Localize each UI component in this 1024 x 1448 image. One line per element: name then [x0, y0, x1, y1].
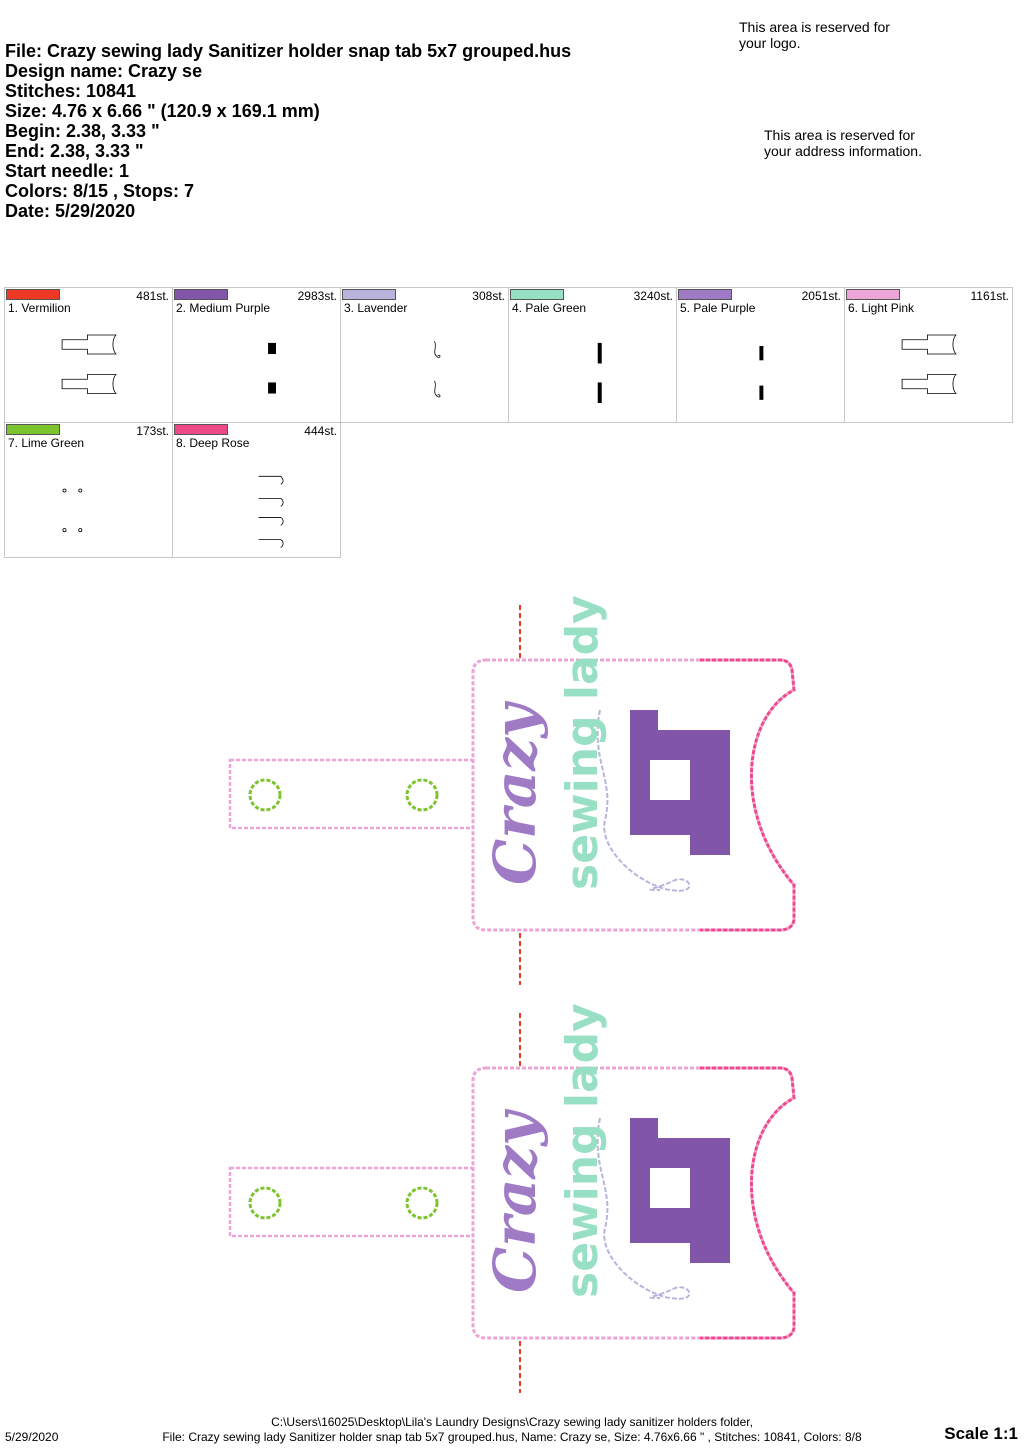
- stitch-count-label: 3240st.: [633, 289, 673, 303]
- file-name: File: Crazy sewing lady Sanitizer holder…: [5, 41, 572, 61]
- design-info: File: Crazy sewing lady Sanitizer holder…: [5, 41, 571, 221]
- sewing-machine-icon: [630, 710, 730, 855]
- begin-point: Begin: 2.38, 3.33 ": [5, 121, 160, 141]
- color-swatch: [678, 289, 732, 300]
- color-stop-thumbnail: [434, 341, 441, 398]
- color-swatch: [510, 289, 564, 300]
- footer-summary: C:\Users\16025\Desktop\Lila's Laundry De…: [0, 1415, 1024, 1445]
- snap-circle: [405, 1186, 439, 1220]
- crazy-text: Crazy: [481, 700, 549, 885]
- stitch-count-label: 444st.: [304, 424, 337, 438]
- color-stop-thumbnail: [268, 342, 276, 394]
- snap-circle: [248, 778, 282, 812]
- snap-tab: [228, 758, 477, 830]
- footer-path: C:\Users\16025\Desktop\Lila's Laundry De…: [271, 1415, 753, 1429]
- color-stop-thumbnail: [61, 334, 117, 394]
- color-stop-thumbnail: [62, 488, 83, 533]
- stitch-count-label: 481st.: [136, 289, 169, 303]
- color-name-label: 6. Light Pink: [848, 301, 915, 315]
- color-name-label: 1. Vermilion: [8, 301, 71, 315]
- color-stop-cell: 1161st. 6. Light Pink: [844, 287, 1013, 423]
- color-stop-cell: 2983st. 2. Medium Purple: [172, 287, 341, 423]
- color-stop-cell: 444st. 8. Deep Rose: [172, 422, 341, 558]
- color-name-label: 4. Pale Green: [512, 301, 587, 315]
- color-swatch: [174, 289, 228, 300]
- color-stop-cell: 308st. 3. Lavender: [340, 287, 509, 423]
- color-swatch: [174, 424, 228, 435]
- stitch-count-label: 2051st.: [801, 289, 841, 303]
- sewing-machine-icon: [630, 1118, 730, 1263]
- color-stop-thumbnail: [901, 334, 957, 394]
- crazy-text: Crazy: [481, 1108, 549, 1293]
- footer-file-info: File: Crazy sewing lady Sanitizer holder…: [162, 1430, 862, 1444]
- stitch-count-label: 1161st.: [970, 289, 1009, 303]
- color-sequence-grid: 481st. 1. Vermilion 2983st. 2. Medium Purpl…: [4, 287, 1013, 558]
- footer-date: 5/29/2020: [5, 1430, 59, 1444]
- color-name-label: 7. Lime Green: [8, 436, 85, 450]
- end-point: End: 2.38, 3.33 ": [5, 141, 144, 161]
- start-needle: Start needle: 1: [5, 161, 130, 181]
- color-swatch: [6, 424, 60, 435]
- color-stop-thumbnail: [258, 475, 284, 548]
- color-stop-thumbnail: [759, 346, 764, 400]
- design-size: Size: 4.76 x 6.66 " (120.9 x 169.1 mm): [5, 101, 320, 121]
- sewing-lady-text: sewing lady: [557, 1003, 608, 1298]
- snap-tab: [228, 1166, 477, 1238]
- color-stop-cell: 3240st. 4. Pale Green: [508, 287, 677, 423]
- color-name-label: 5. Pale Purple: [680, 301, 756, 315]
- sewing-lady-text: sewing lady: [557, 595, 608, 890]
- color-name-label: 3. Lavender: [344, 301, 408, 315]
- color-stop-cell: 481st. 1. Vermilion: [4, 287, 173, 423]
- color-stop-thumbnail: [597, 342, 602, 404]
- design-name: Design name: Crazy se: [5, 61, 203, 81]
- color-count: Colors: 8/15 , Stops: 7: [5, 181, 195, 201]
- stitch-count: Stitches: 10841: [5, 81, 137, 101]
- thread-line: [596, 709, 691, 892]
- address-placeholder: This area is reserved for your address i…: [764, 127, 922, 159]
- design-date: Date: 5/29/2020: [5, 201, 136, 221]
- color-stop-cell: 173st. 7. Lime Green: [4, 422, 173, 558]
- color-stop-cell: 2051st. 5. Pale Purple: [676, 287, 845, 423]
- color-name-label: 2. Medium Purple: [176, 301, 271, 315]
- stitch-count-label: 308st.: [472, 289, 505, 303]
- stitch-count-label: 2983st.: [297, 289, 337, 303]
- color-swatch: [846, 289, 900, 300]
- scale-label: Scale 1:1: [944, 1424, 1018, 1443]
- snap-circle: [248, 1186, 282, 1220]
- color-name-label: 8. Deep Rose: [176, 436, 250, 450]
- snap-circle: [405, 778, 439, 812]
- color-swatch: [6, 289, 60, 300]
- color-swatch: [342, 289, 396, 300]
- stitch-count-label: 173st.: [136, 424, 169, 438]
- logo-placeholder: This area is reserved for your logo.: [739, 19, 890, 51]
- thread-line: [596, 1117, 691, 1300]
